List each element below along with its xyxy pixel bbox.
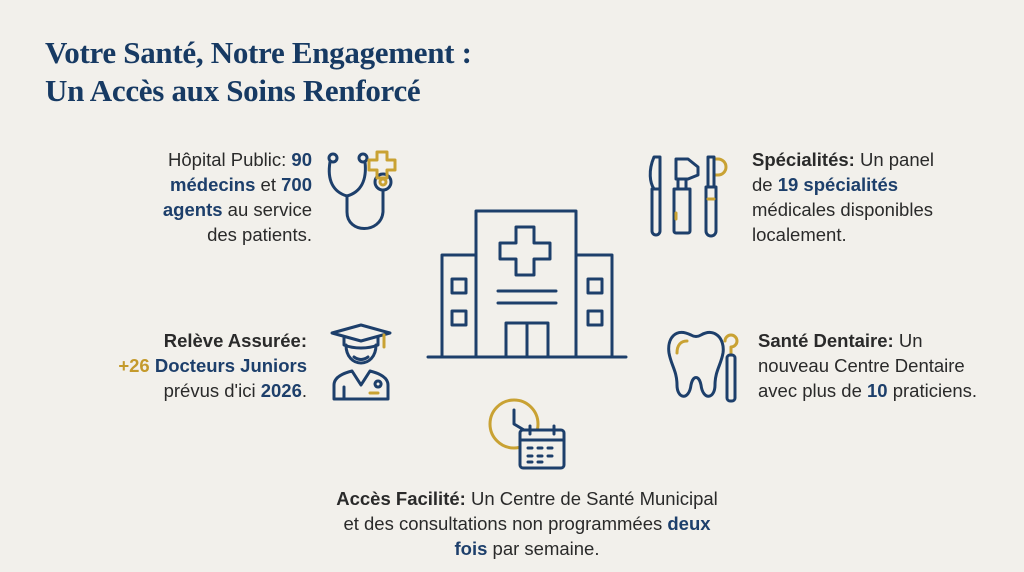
- text: au service: [222, 199, 312, 220]
- text: et: [255, 174, 282, 195]
- text: nouveau Centre Dentaire: [758, 355, 965, 376]
- text: avec plus de: [758, 380, 868, 401]
- text: .: [301, 380, 307, 401]
- label: Accès Facilité:: [336, 488, 466, 509]
- value: deux: [667, 513, 711, 534]
- text: Un panel: [854, 149, 935, 170]
- hospital-staff-text: Hôpital Public: 90 médecins et 700 agent…: [163, 147, 312, 247]
- value: 19 spécialités: [777, 174, 899, 195]
- text: par semaine.: [487, 538, 600, 559]
- value: 90: [286, 149, 312, 170]
- text: localement.: [752, 224, 847, 245]
- text: et des consultations non programmées: [343, 513, 668, 534]
- text: des patients.: [207, 224, 312, 245]
- graduate-doctor-icon: [330, 323, 392, 401]
- label: Hôpital Public:: [168, 149, 287, 170]
- dental-text: Santé Dentaire: Un nouveau Centre Dentai…: [758, 328, 977, 403]
- value: médecins: [170, 174, 256, 195]
- text: médicales disponibles: [752, 199, 933, 220]
- value: Docteurs Juniors: [149, 355, 307, 376]
- value: fois: [454, 538, 488, 559]
- medical-tools-icon: [648, 155, 728, 238]
- succession-text: Relève Assurée: +26 Docteurs Juniors pré…: [118, 328, 307, 403]
- text: Un: [893, 330, 923, 351]
- clock-calendar-icon: [488, 398, 566, 470]
- hospital-icon: [426, 209, 628, 359]
- text: praticiens.: [887, 380, 978, 401]
- value: agents: [162, 199, 223, 220]
- value: +26: [118, 355, 150, 376]
- title-line-2: Un Accès aux Soins Renforcé: [45, 73, 421, 108]
- text: prévus d'ici: [163, 380, 261, 401]
- text: de: [752, 174, 778, 195]
- value: 700: [281, 174, 312, 195]
- stethoscope-icon: [327, 150, 397, 230]
- label: Relève Assurée:: [163, 330, 307, 351]
- value: 2026: [260, 380, 302, 401]
- label: Spécialités:: [752, 149, 855, 170]
- access-text: Accès Facilité: Un Centre de Santé Munic…: [280, 486, 774, 561]
- tooth-icon: [667, 330, 739, 403]
- title-line-1: Votre Santé, Notre Engagement :: [45, 35, 472, 70]
- specialties-text: Spécialités: Un panel de 19 spécialités …: [752, 147, 934, 247]
- page-title: Votre Santé, Notre Engagement : Un Accès…: [45, 34, 472, 110]
- label: Santé Dentaire:: [758, 330, 894, 351]
- value: 10: [867, 380, 888, 401]
- text: Un Centre de Santé Municipal: [465, 488, 718, 509]
